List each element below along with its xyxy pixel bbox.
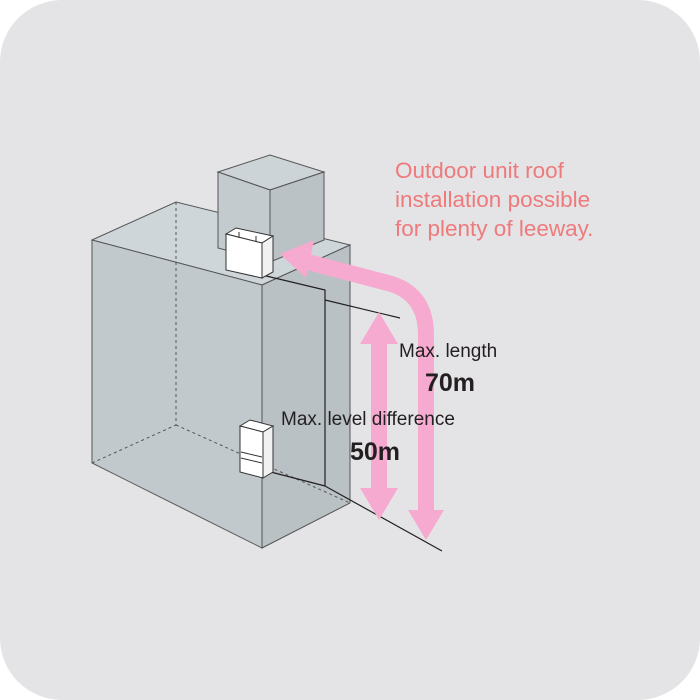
headline-line: installation possible: [395, 187, 591, 212]
pipe-line: [262, 469, 326, 487]
piping: [261, 274, 443, 552]
hidden-edge: [175, 424, 351, 504]
reference-line-bottom: [324, 485, 443, 552]
max-level-difference-label: Max. level difference: [281, 409, 455, 430]
indoor-unit-vent: [240, 451, 263, 458]
headline-text: Outdoor unit roof installation possible …: [395, 156, 593, 243]
building: [90, 201, 352, 549]
max-length-arrowhead-bottom: [408, 510, 444, 540]
indoor-unit-vent: [240, 457, 263, 464]
max-level-arrow-shaft: [371, 338, 387, 492]
outdoor-unit: [224, 227, 275, 279]
max-length-value: 70m: [425, 369, 476, 397]
max-level-difference-value: 50m: [350, 438, 401, 466]
indoor-unit-side: [262, 425, 274, 479]
max-level-arrowhead-top: [360, 312, 398, 344]
reference-line-top: [324, 299, 401, 319]
indoor-unit: [238, 419, 275, 479]
indoor-unit-front: [239, 425, 264, 479]
max-level-arrowhead-bottom: [360, 488, 398, 520]
building-side-face: [261, 244, 351, 549]
outdoor-unit-side: [261, 235, 274, 279]
max-length-arrow-shaft: [297, 252, 434, 516]
max-length-label: Max. length: [399, 341, 498, 362]
max-level-arrow: [360, 312, 398, 520]
building-front-face: [91, 239, 263, 549]
max-length-arrowhead-top: [280, 240, 314, 278]
headline-line: for plenty of leeway.: [395, 216, 594, 241]
max-length-arrow: [280, 240, 444, 540]
pipe-line: [261, 274, 326, 486]
headline-line: Outdoor unit roof: [395, 158, 564, 183]
